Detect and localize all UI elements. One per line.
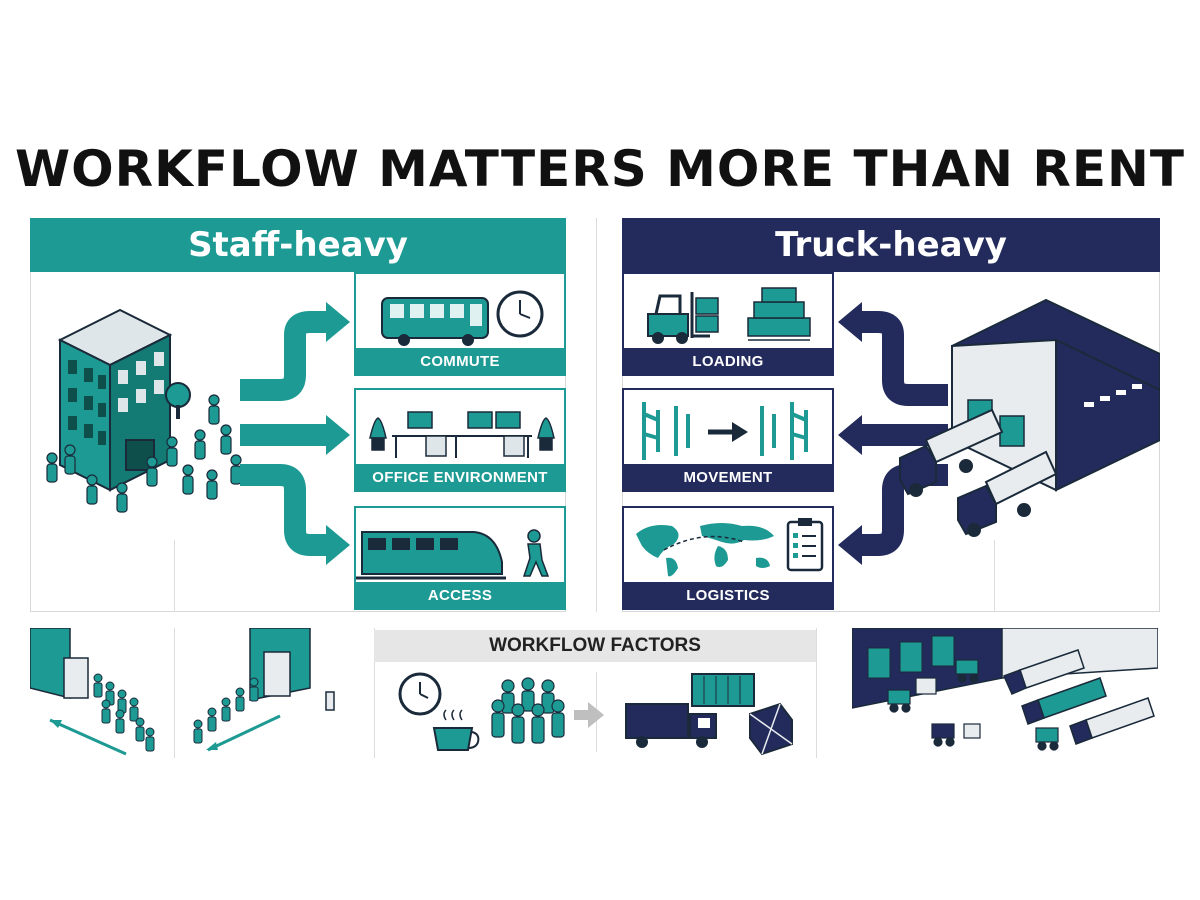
staff-heavy-header: Staff-heavy	[30, 218, 566, 272]
bottom-divider	[174, 628, 175, 758]
commute-card: COMMUTE	[354, 272, 566, 376]
staff-entering-building-icon	[30, 628, 155, 756]
panel-divider	[174, 540, 175, 612]
bottom-divider	[816, 628, 817, 758]
truck-icon	[1002, 649, 1155, 745]
truck-icon	[625, 703, 717, 748]
office-environment-card: OFFICE ENVIRONMENT	[354, 388, 566, 492]
crate-icon	[749, 702, 793, 756]
card-label: ACCESS	[356, 582, 564, 608]
racking-icon	[642, 402, 808, 460]
bottom-divider	[374, 628, 375, 758]
team-icon	[491, 677, 565, 744]
bus-icon	[381, 290, 544, 346]
loading-card: LOADING	[622, 272, 834, 376]
coffee-cup-icon	[432, 709, 480, 751]
clipboard-icon	[786, 518, 824, 572]
card-label: MOVEMENT	[624, 464, 832, 490]
walking-person-icon	[522, 529, 550, 577]
movement-card: MOVEMENT	[622, 388, 834, 492]
forklift-icon	[647, 287, 811, 344]
desk-icon	[369, 411, 555, 458]
truck-icon	[899, 408, 1004, 497]
card-label: COMMUTE	[356, 348, 564, 374]
clock-icon	[398, 672, 442, 716]
access-card: ACCESS	[354, 506, 566, 610]
truck-heavy-header: Truck-heavy	[622, 218, 1160, 272]
page-title: WORKFLOW MATTERS MORE THAN RENT	[14, 140, 1186, 198]
arrow-icon	[708, 422, 748, 442]
center-divider	[596, 218, 597, 612]
shipping-container-icon	[691, 673, 755, 707]
card-label: OFFICE ENVIRONMENT	[356, 464, 564, 490]
workflow-factors-icons	[398, 672, 793, 756]
office-building-crowd-icon	[46, 308, 242, 513]
logistics-card: LOGISTICS	[622, 506, 834, 610]
card-label: LOADING	[624, 348, 832, 374]
staff-leaving-building-icon	[193, 628, 335, 752]
panel-divider	[994, 540, 995, 612]
forklift-icon	[887, 659, 1059, 751]
loading-dock-scene-icon	[852, 628, 1158, 751]
workflow-factors-banner: WORKFLOW FACTORS	[374, 630, 816, 662]
truck-flow-arrows	[838, 302, 948, 565]
card-label: LOGISTICS	[624, 582, 832, 608]
train-icon	[356, 529, 550, 580]
staff-flow-arrows	[240, 302, 350, 565]
warehouse-trucks-icon	[899, 298, 1160, 537]
pallet-stack-icon	[747, 287, 811, 341]
arrow-right-icon	[574, 702, 604, 728]
clock-icon	[496, 290, 544, 338]
world-map-icon	[636, 518, 824, 577]
truck-icon	[957, 450, 1058, 537]
